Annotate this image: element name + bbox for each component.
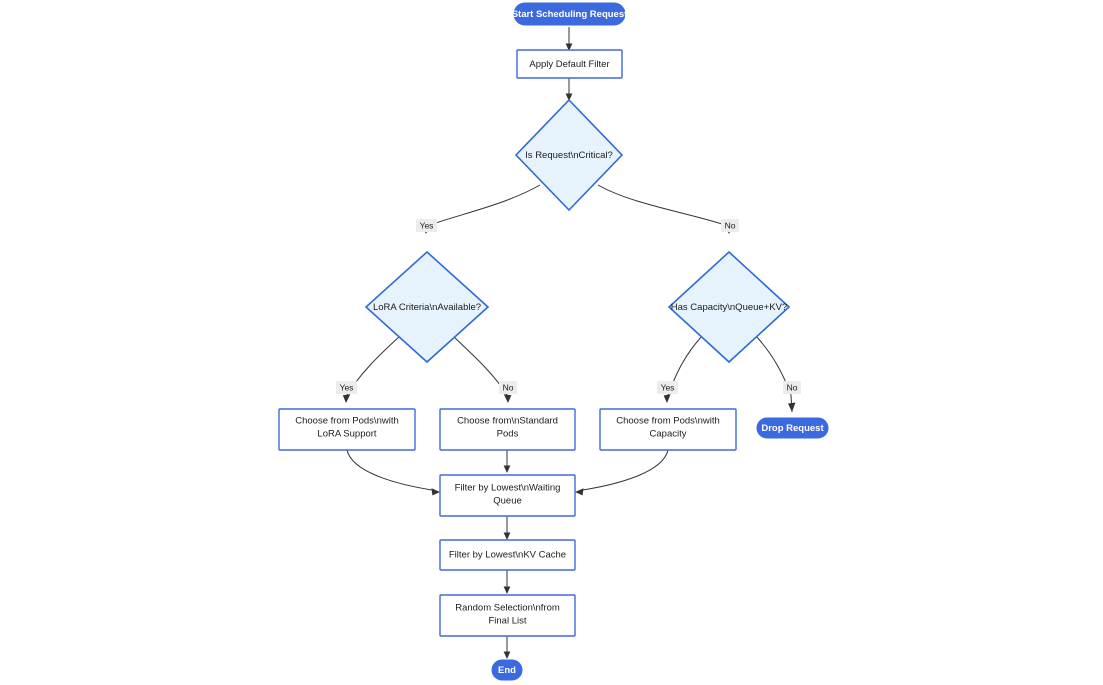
edge-label-capacity-no-bg: [783, 381, 801, 394]
node-choose-standard-pods[interactable]: Choose from\nStandard Pods: [439, 408, 576, 451]
node-has-capacity[interactable]: Has Capacity\nQueue+KV?: [667, 250, 791, 364]
edge-choose-standard-pods-to-filter-waiting-queue: [503, 450, 511, 473]
edge-label-capacity-yes: Yes: [657, 381, 678, 394]
edge-is-request-critical-no: [597, 184, 733, 234]
edge-label-critical-yes-bg: [416, 219, 437, 232]
edge-start-to-apply-default-filter: [565, 27, 573, 51]
drop-request-shape[interactable]: [756, 417, 829, 439]
choose-pods-capacity-label-line1: Choose from Pods\nwith: [616, 416, 720, 427]
edge-label-critical-yes-text: Yes: [420, 220, 434, 230]
lora-criteria-available-shape[interactable]: [364, 250, 490, 364]
node-start[interactable]: Start Scheduling Request: [512, 2, 628, 26]
random-selection-label-line1: Random Selection\nfrom: [455, 603, 560, 614]
filter-kv-cache-shape[interactable]: [439, 539, 576, 571]
edge-filter-kv-cache-to-random-selection: [503, 570, 511, 594]
random-selection-label-line2: Final List: [488, 616, 526, 627]
node-drop-request[interactable]: Drop Request: [756, 417, 829, 439]
edge-label-critical-yes: Yes: [416, 219, 437, 232]
choose-pods-capacity-shape[interactable]: [599, 408, 737, 451]
edge-has-capacity-no: [755, 335, 796, 413]
is-request-critical-shape[interactable]: [514, 98, 624, 212]
node-end[interactable]: End: [491, 659, 523, 681]
edge-label-critical-no: No: [721, 219, 739, 232]
edge-random-selection-to-end: [503, 636, 511, 659]
choose-pods-lora-shape[interactable]: [278, 408, 416, 451]
has-capacity-label: Has Capacity\nQueue+KV?: [671, 302, 787, 313]
edge-labels-layer: Yes No Yes No Yes No: [336, 219, 801, 394]
is-request-critical-label: Is Request\nCritical?: [525, 150, 613, 161]
edge-label-lora-no-bg: [499, 381, 517, 394]
edge-is-request-critical-yes: [422, 184, 541, 234]
edge-label-critical-no-text: No: [725, 220, 736, 230]
filter-kv-cache-label: Filter by Lowest\nKV Cache: [449, 550, 566, 561]
filter-waiting-queue-label-line1: Filter by Lowest\nWaiting: [455, 483, 561, 494]
drop-request-label: Drop Request: [761, 423, 824, 434]
edge-label-lora-yes-text: Yes: [340, 382, 354, 392]
choose-pods-lora-label-line2: LoRA Support: [317, 429, 377, 440]
apply-default-filter-label: Apply Default Filter: [529, 59, 609, 70]
edge-apply-default-filter-to-is-request-critical: [565, 78, 573, 101]
edge-label-capacity-no-text: No: [787, 382, 798, 392]
choose-standard-pods-label-line1: Choose from\nStandard: [457, 416, 558, 427]
edge-label-capacity-yes-bg: [657, 381, 678, 394]
apply-default-filter-shape[interactable]: [516, 49, 623, 79]
node-filter-waiting-queue[interactable]: Filter by Lowest\nWaiting Queue: [439, 474, 576, 517]
edge-label-capacity-no: No: [783, 381, 801, 394]
edge-filter-waiting-queue-to-filter-kv-cache: [503, 516, 511, 540]
edge-label-lora-no: No: [499, 381, 517, 394]
nodes-layer: Start Scheduling Request Apply Default F…: [278, 2, 829, 681]
start-node-shape[interactable]: [513, 2, 626, 26]
random-selection-shape[interactable]: [439, 594, 576, 637]
start-node-label: Start Scheduling Request: [512, 9, 628, 20]
has-capacity-shape[interactable]: [667, 250, 791, 364]
node-choose-pods-lora[interactable]: Choose from Pods\nwith LoRA Support: [278, 408, 416, 451]
edge-label-lora-yes-bg: [336, 381, 357, 394]
choose-pods-lora-label-line1: Choose from Pods\nwith: [295, 416, 399, 427]
filter-waiting-queue-shape[interactable]: [439, 474, 576, 517]
edge-label-lora-yes: Yes: [336, 381, 357, 394]
edge-choose-pods-lora-to-filter-waiting-queue: [346, 449, 440, 496]
choose-standard-pods-shape[interactable]: [439, 408, 576, 451]
node-choose-pods-capacity[interactable]: Choose from Pods\nwith Capacity: [599, 408, 737, 451]
edge-label-critical-no-bg: [721, 219, 739, 232]
end-node-shape[interactable]: [491, 659, 523, 681]
choose-standard-pods-label-line2: Pods: [497, 429, 519, 440]
end-node-label: End: [498, 665, 516, 676]
node-apply-default-filter[interactable]: Apply Default Filter: [516, 49, 623, 79]
node-lora-criteria-available[interactable]: LoRA Criteria\nAvailable?: [364, 250, 490, 364]
node-filter-kv-cache[interactable]: Filter by Lowest\nKV Cache: [439, 539, 576, 571]
lora-criteria-available-label: LoRA Criteria\nAvailable?: [373, 302, 481, 313]
node-is-request-critical[interactable]: Is Request\nCritical?: [514, 98, 624, 212]
edge-label-lora-no-text: No: [503, 382, 514, 392]
edge-label-capacity-yes-text: Yes: [661, 382, 675, 392]
node-random-selection[interactable]: Random Selection\nfrom Final List: [439, 594, 576, 637]
filter-waiting-queue-label-line2: Queue: [493, 496, 522, 507]
edge-choose-pods-capacity-to-filter-waiting-queue: [575, 449, 669, 496]
choose-pods-capacity-label-line2: Capacity: [650, 429, 687, 440]
